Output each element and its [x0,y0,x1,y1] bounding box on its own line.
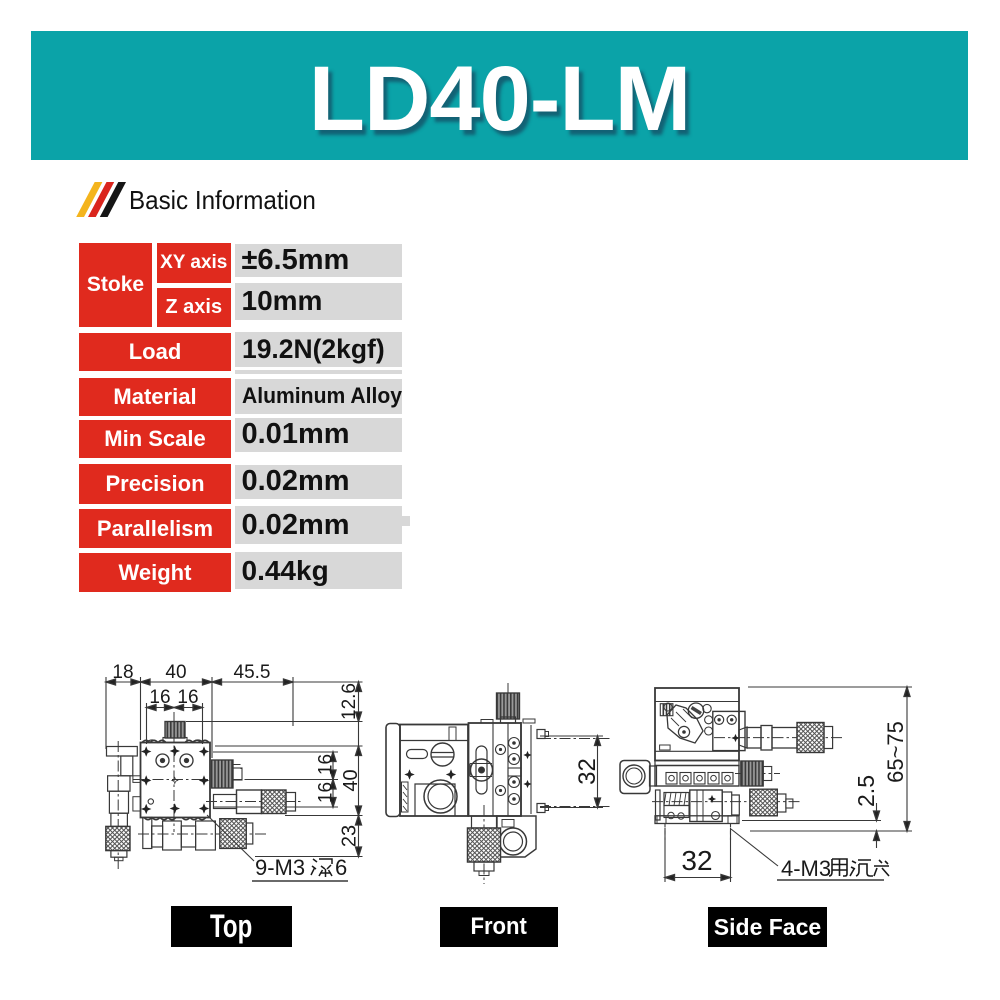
svg-text:40: 40 [340,769,362,791]
svg-text:16: 16 [316,754,337,775]
svg-text:16: 16 [316,782,337,803]
svg-text:23: 23 [339,825,361,847]
svg-text:9-M3: 9-M3 [255,855,305,880]
svg-text:4-M3: 4-M3 [781,856,831,881]
svg-text:40: 40 [165,662,186,683]
svg-text:6: 6 [335,855,347,880]
svg-text:2.5: 2.5 [853,775,879,807]
svg-text:32: 32 [574,758,601,785]
svg-text:18: 18 [112,662,133,683]
svg-text:16: 16 [149,687,170,708]
svg-text:65~75: 65~75 [883,721,908,783]
svg-text:12.6: 12.6 [339,683,360,720]
svg-text:16: 16 [177,687,198,708]
svg-text:32: 32 [681,845,712,876]
svg-text:45.5: 45.5 [234,662,271,683]
